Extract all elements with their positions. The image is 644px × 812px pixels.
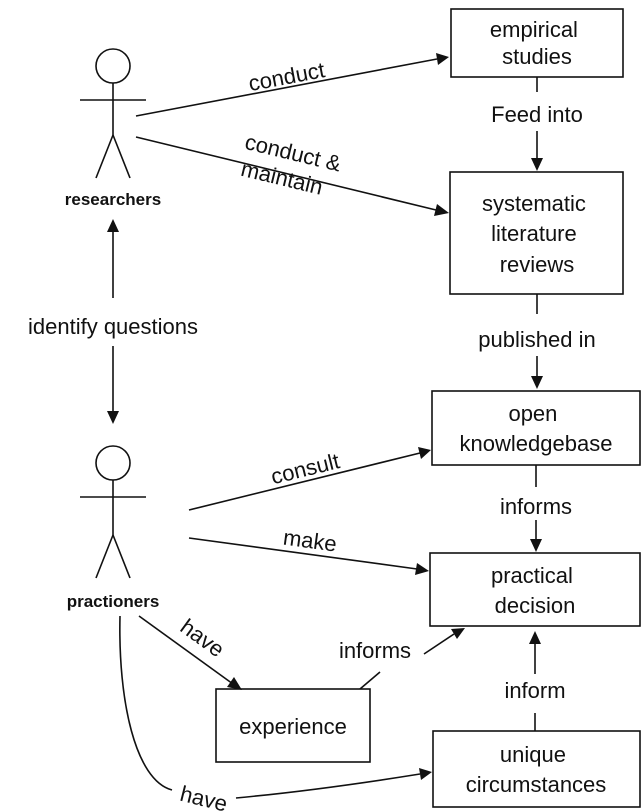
edge-label-conduct-maintain: conduct & maintain: [236, 129, 349, 204]
edge-informs-decision: informs: [500, 465, 572, 552]
edge-label-have-circumstances: have: [178, 781, 230, 812]
edge-label-consult: consult: [268, 448, 342, 489]
edge-conduct: conduct: [135, 53, 449, 117]
unique-circumstances-box: unique circumstances: [432, 730, 641, 808]
edge-label-have-experience: have: [176, 614, 229, 662]
researchers-figure-icon: [80, 48, 146, 179]
researchers-label: researchers: [65, 190, 161, 209]
practioners-label: practioners: [67, 592, 160, 611]
edge-label-informs-kb: informs: [500, 494, 572, 519]
edge-label-published-in: published in: [478, 327, 595, 352]
experience-label: experience: [239, 714, 347, 739]
researchers-actor: researchers: [65, 48, 161, 209]
open-knowledgebase-label: open knowledgebase: [460, 401, 613, 456]
unique-circumstances-label: unique circumstances: [466, 742, 607, 797]
practical-decision-box: practical decision: [429, 552, 641, 627]
systematic-literature-reviews-box: systematic literature reviews: [449, 171, 624, 295]
empirical-studies-box: empirical studies: [450, 8, 624, 78]
open-knowledgebase-box: open knowledgebase: [431, 390, 641, 466]
systematic-literature-reviews-label: systematic literature reviews: [482, 191, 592, 277]
experience-box: experience: [215, 688, 371, 763]
edge-make: make: [188, 525, 429, 575]
edge-label-informs-experience: informs: [339, 638, 411, 663]
edge-conduct-maintain: conduct & maintain: [135, 129, 449, 216]
edge-inform-circumstances: inform: [504, 631, 566, 731]
practioners-actor: practioners: [67, 445, 160, 611]
edge-have-circumstances: have: [119, 615, 432, 812]
edge-have-experience: have: [138, 614, 242, 690]
empirical-studies-label: empirical studies: [490, 17, 584, 69]
edge-consult: consult: [188, 447, 431, 511]
edge-label-feed-into: Feed into: [491, 102, 583, 127]
edge-label-identify-questions: identify questions: [28, 314, 198, 339]
edge-informs-from-experience: informs: [339, 628, 465, 690]
edge-label-conduct: conduct: [246, 57, 326, 96]
edge-published-in: published in: [478, 294, 596, 389]
edge-label-inform-circumstances: inform: [504, 678, 565, 703]
edge-feed-into: Feed into: [491, 77, 583, 171]
practical-decision-label: practical decision: [491, 563, 579, 618]
edge-identify-questions: identify questions: [28, 219, 198, 424]
practioners-figure-icon: [80, 445, 146, 579]
